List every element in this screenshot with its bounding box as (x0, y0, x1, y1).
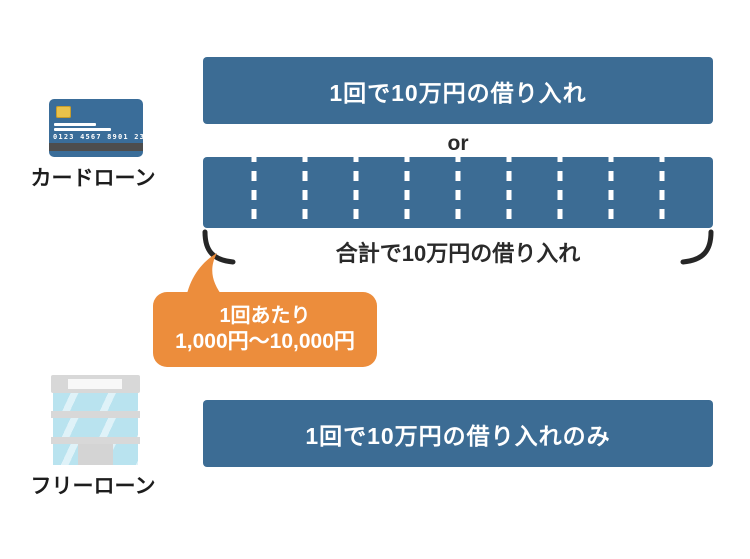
single-borrow-bar-text: 1回で10万円の借り入れ (329, 79, 587, 106)
or-label: or (447, 132, 469, 155)
speech-bubble-tail (186, 253, 224, 298)
card-embossed-line (54, 123, 96, 126)
segment-dashes (251, 157, 665, 228)
segmented-borrow-bar (203, 157, 713, 228)
single-only-bar: 1回で10万円の借り入れのみ (203, 400, 713, 467)
segmented-bar-caption: 合計で10万円の借り入れ (335, 241, 581, 266)
single-only-bar-text: 1回で10万円の借り入れのみ (305, 422, 611, 449)
card-embossed-line (54, 128, 111, 131)
building-windows-row (53, 393, 138, 411)
free-loan-label: フリーローン (30, 475, 156, 498)
single-borrow-bar: 1回で10万円の借り入れ (203, 57, 713, 124)
per-withdrawal-bubble: 1回あたり 1,000円〜10,000円 (153, 292, 377, 367)
building-floor-ledge (51, 437, 140, 444)
underbrace-icon (202, 229, 714, 265)
bubble-line1: 1回あたり (219, 304, 311, 327)
building-windows-row (53, 418, 138, 437)
building-sign (68, 379, 122, 389)
building-entrance (78, 444, 113, 465)
building-floor-ledge (51, 411, 140, 418)
card-chip-icon (56, 106, 71, 118)
bubble-line2: 1,000円〜10,000円 (175, 329, 355, 353)
card-magnetic-stripe (49, 143, 143, 151)
card-loan-label: カードローン (30, 167, 156, 190)
